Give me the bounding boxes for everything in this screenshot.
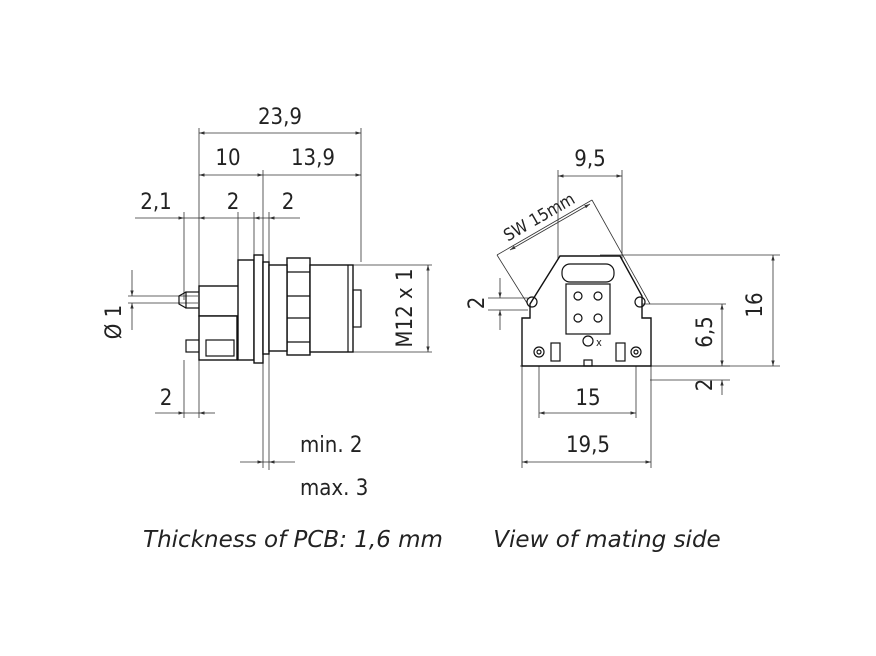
dim-right-part: 13,9 [291, 146, 335, 171]
dim-height: 16 [743, 292, 768, 317]
dim-mid-height: 6,5 [693, 316, 718, 347]
connector-side-body [178, 254, 362, 364]
dim-max: max. 3 [300, 476, 368, 501]
dim-pin-pitch: 2 [160, 386, 173, 411]
dim-overall: 23,9 [258, 105, 302, 130]
side-view: 23,9 10 13,9 2,1 2 2 M12 x 1 Ø 1 2 [102, 105, 443, 553]
front-view: 9,5 SW 15mm 2 16 6,5 2 15 [465, 147, 780, 553]
dim-pin-offset: 2,1 [140, 190, 171, 215]
dim-left-part: 10 [215, 146, 240, 171]
caption-front: View of mating side [493, 527, 720, 553]
dim-seg-b: 2 [282, 190, 295, 215]
connector-front-body: x [521, 255, 652, 367]
dim-width-top: 9,5 [574, 147, 605, 172]
dim-thread: M12 x 1 [393, 268, 418, 347]
dim-hole-spacing: 15 [575, 386, 600, 411]
dim-overall-width: 19,5 [566, 433, 610, 458]
dim-pin-diameter: Ø 1 [102, 305, 127, 339]
svg-text:x: x [596, 336, 602, 349]
dim-bottom-small: 2 [693, 379, 718, 392]
caption-side: Thickness of PCB: 1,6 mm [143, 527, 443, 553]
dim-left-small: 2 [465, 297, 490, 310]
dim-seg-a: 2 [227, 190, 240, 215]
dim-min: min. 2 [300, 433, 363, 458]
